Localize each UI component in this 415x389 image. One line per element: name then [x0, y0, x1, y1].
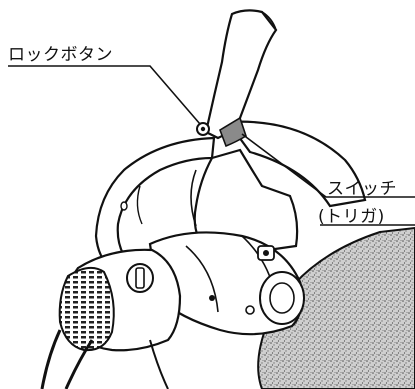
lock-button-leader: [8, 65, 201, 125]
handle-inner-line-2: [136, 185, 143, 225]
stand-curve: [149, 339, 169, 389]
trigger-label: (トリガ): [318, 207, 385, 227]
gear-housing-rib: [185, 245, 219, 313]
handle-inner-line: [190, 169, 197, 227]
switch-label: スイッチ: [327, 179, 397, 199]
lock-button-center: [200, 126, 206, 132]
brush-cap-slot: [135, 267, 145, 289]
switch-leader: [241, 133, 415, 198]
blade-guard: [225, 120, 367, 208]
handle-hole: [120, 201, 128, 211]
handle-body: [193, 148, 299, 260]
lock-button-label: ロックボタン: [8, 45, 113, 65]
handle-grip-edge: [261, 11, 277, 31]
housing-screw-icon: [209, 295, 215, 301]
power-cord-2: [40, 329, 62, 389]
motor-vent-cap: [58, 266, 115, 352]
spindle-assembly: [245, 245, 305, 325]
power-cord: [64, 339, 94, 389]
